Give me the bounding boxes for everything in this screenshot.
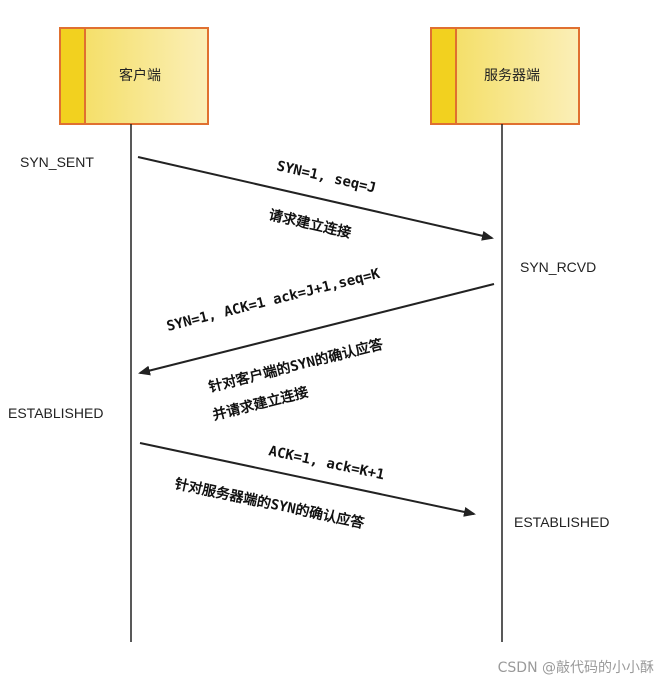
state-syn-rcvd: SYN_RCVD [520, 259, 596, 275]
arrow-ack [139, 442, 476, 517]
server-label: 服务器端 [484, 68, 540, 84]
watermark: CSDN @敲代码的小小酥 [498, 659, 654, 676]
state-client-established: ESTABLISHED [8, 405, 103, 421]
state-server-established: ESTABLISHED [514, 514, 609, 530]
client-label: 客户端 [119, 67, 161, 84]
message-syn-ack-top: SYN=1, ACK=1 ack=J+1,seq=K [165, 266, 382, 335]
arrow-syn [137, 156, 494, 241]
message-syn: SYN=1, seq=J 请求建立连接 [137, 156, 494, 242]
message-syn-top: SYN=1, seq=J [275, 158, 377, 196]
message-ack-bottom: 针对服务器端的SYN的确认应答 [172, 475, 367, 532]
server-box: 服务器端 [430, 27, 580, 125]
message-syn-bottom: 请求建立连接 [267, 206, 353, 241]
client-box: 客户端 [59, 27, 209, 125]
message-syn-ack: SYN=1, ACK=1 ack=J+1,seq=K 针对客户端的SYN的确认应… [138, 266, 495, 424]
arrow-syn-ack [138, 283, 495, 376]
message-ack-top: ACK=1, ack=K+1 [267, 443, 386, 483]
state-syn-sent: SYN_SENT [20, 154, 94, 170]
message-ack: ACK=1, ack=K+1 针对服务器端的SYN的确认应答 [139, 442, 476, 532]
